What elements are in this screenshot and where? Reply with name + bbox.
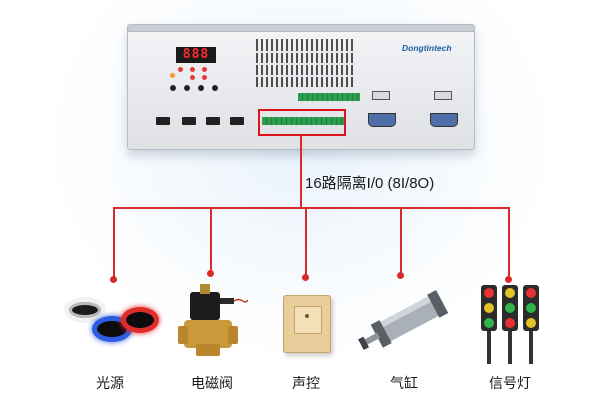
lamp-green [505,303,515,313]
usb-port [372,91,390,100]
ring-light-red [121,307,159,333]
network-port [206,117,220,125]
connector-drop [113,207,115,279]
sensor-hole [305,314,309,318]
brand-logo: Dongtintech [402,43,452,53]
seven-segment-display: 888 [176,47,216,63]
lamp-yellow [505,288,515,298]
lamp-red [526,288,536,298]
terminal-block-upper [298,93,360,101]
panel-button [170,85,176,91]
lamp-green [526,303,536,313]
signal-light-middle [502,285,518,331]
led-red [190,75,195,80]
lamp-red [484,288,494,298]
network-port [230,117,244,125]
device-label-sound-control: 声控 [292,375,320,391]
sound-sensor-face [294,306,322,334]
led-red [202,75,207,80]
air-cylinder-icon [358,290,449,351]
lamp-red [505,318,515,328]
solenoid-valve-icon [178,284,248,356]
connector-endpoint [397,272,404,279]
device-label-light-source: 光源 [96,375,124,391]
connector-drop [400,207,402,275]
network-port [156,117,170,125]
device-label-signal-light: 信号灯 [489,375,531,391]
device-label-cylinder: 气缸 [390,375,418,391]
connector-endpoint [302,274,309,281]
com-port [368,113,396,127]
lamp-yellow [526,318,536,328]
controller-front-panel: 888 Dongtintech [127,24,475,150]
signal-pole [487,330,491,364]
device-label-solenoid-valve: 电磁阀 [191,375,233,391]
signal-light-left [481,285,497,331]
panel-button [212,85,218,91]
connector-endpoint [207,270,214,277]
connector-endpoint [110,276,117,283]
signal-pole [529,330,533,364]
led-orange [170,73,175,78]
controller-top-edge [128,25,474,32]
panel-button [184,85,190,91]
lamp-yellow [484,303,494,313]
io-highlight-box [258,109,346,136]
led-red [178,67,183,72]
network-port [182,117,196,125]
lamp-green [484,318,494,328]
ring-light-white [64,297,106,323]
connector-drop [508,207,510,279]
signal-pole [508,330,512,364]
sound-sensor-switch [283,295,331,353]
led-red [190,67,195,72]
led-red [202,67,207,72]
connector-vertical-main [300,136,302,208]
connector-drop [210,207,212,273]
terminal-block-io [262,117,346,125]
usb-port [434,91,452,100]
connector-drop [305,207,307,277]
com-port [430,113,458,127]
signal-light-right [523,285,539,331]
connector-endpoint [505,276,512,283]
io-channel-label: 16路隔离I/0 (8I/8O) [305,175,435,192]
connector-horizontal [113,207,509,209]
panel-button [198,85,204,91]
